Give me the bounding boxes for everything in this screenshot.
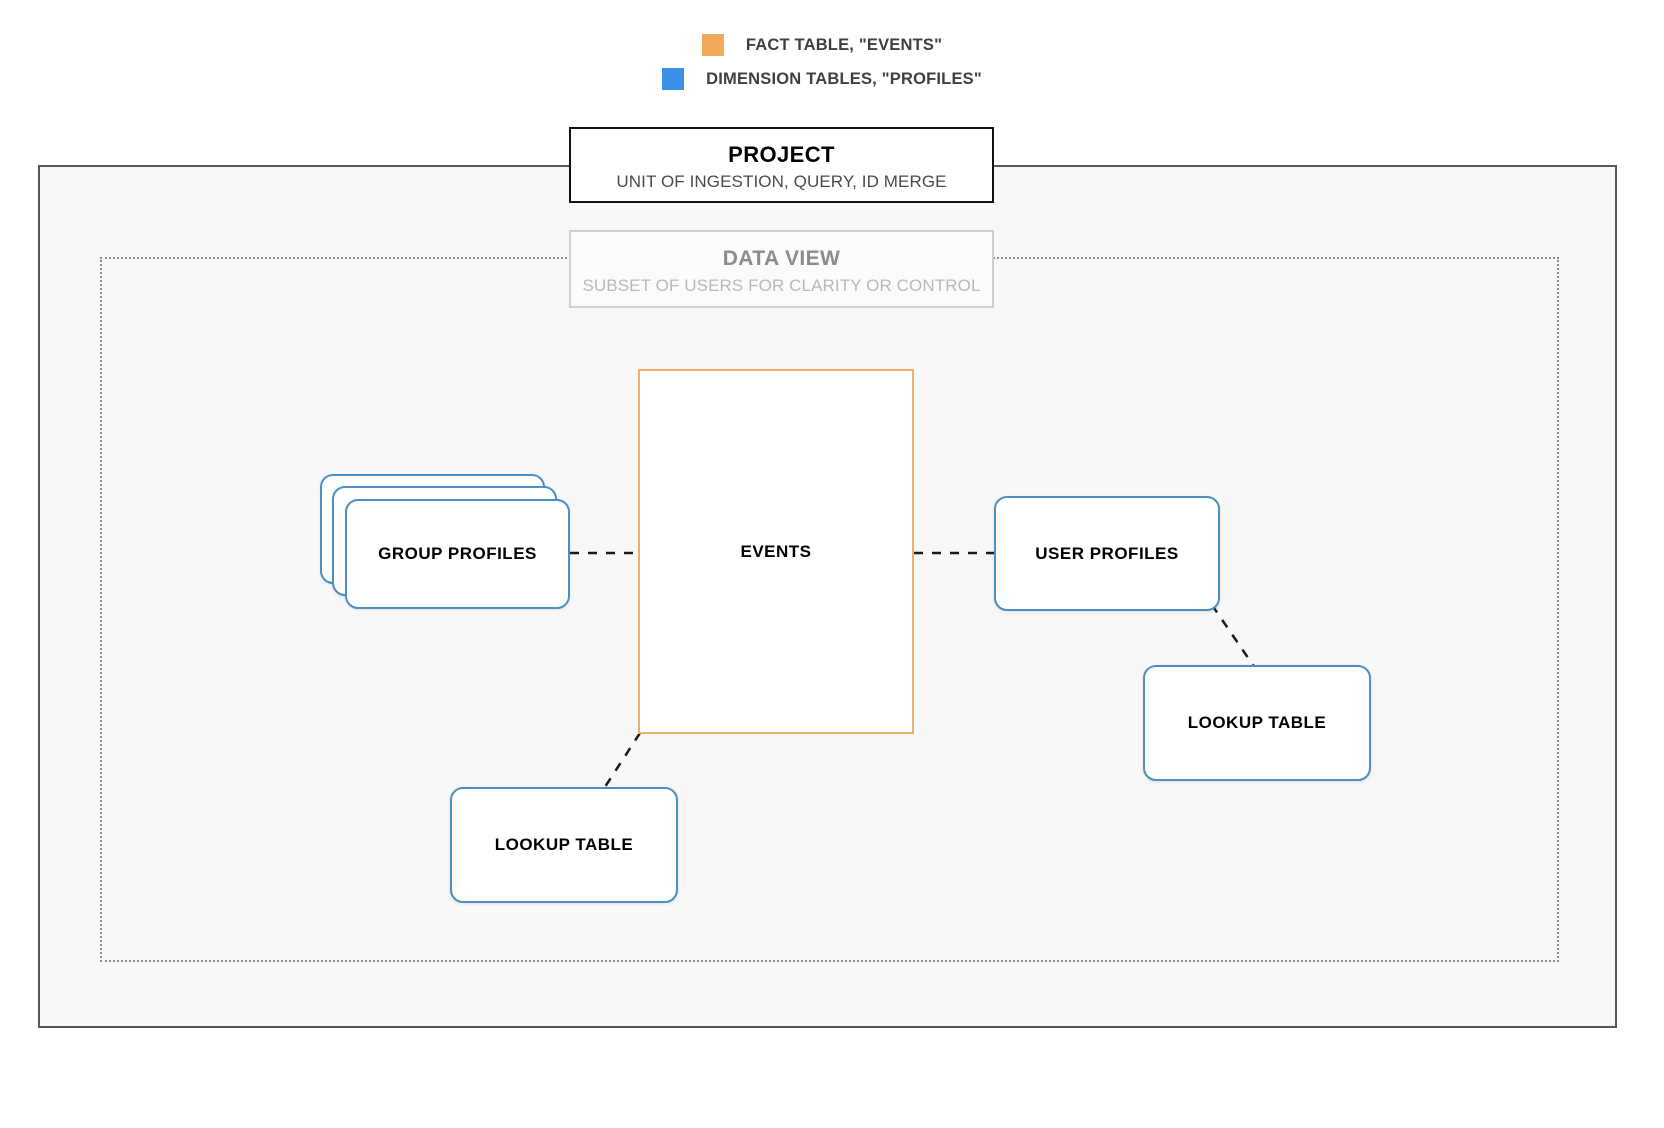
project-card-title: PROJECT <box>728 142 835 167</box>
node-group-profiles-label: GROUP PROFILES <box>378 544 537 563</box>
legend-item-dimension-tables: DIMENSION TABLES, "PROFILES" <box>0 62 1664 96</box>
project-card-subtitle: UNIT OF INGESTION, QUERY, ID MERGE <box>616 172 947 191</box>
node-lookup-table-right[interactable]: LOOKUP TABLE <box>1143 665 1371 781</box>
node-user-profiles-label: USER PROFILES <box>1035 543 1179 563</box>
node-group-profiles-layer-front[interactable]: GROUP PROFILES <box>345 499 570 609</box>
node-events[interactable]: EVENTS <box>638 369 914 734</box>
node-lookup-table-left-label: LOOKUP TABLE <box>494 835 634 854</box>
node-lookup-table-right-label: LOOKUP TABLE <box>1187 713 1327 732</box>
project-card: PROJECT UNIT OF INGESTION, QUERY, ID MER… <box>569 127 994 203</box>
square-swatch-orange-icon <box>701 34 724 56</box>
data-view-card-title: DATA VIEW <box>722 247 841 270</box>
node-group-profiles[interactable]: GROUP PROFILES <box>320 474 570 609</box>
legend: FACT TABLE, "EVENTS" DIMENSION TABLES, "… <box>0 28 1664 96</box>
square-swatch-blue-icon <box>662 68 685 90</box>
data-view-card-subtitle: SUBSET OF USERS FOR CLARITY OR CONTROL <box>582 276 981 295</box>
legend-item-fact-table: FACT TABLE, "EVENTS" <box>0 28 1664 62</box>
legend-item-dimension-tables-label: DIMENSION TABLES, "PROFILES" <box>706 69 982 88</box>
node-lookup-table-left[interactable]: LOOKUP TABLE <box>450 787 678 903</box>
node-user-profiles[interactable]: USER PROFILES <box>994 496 1220 611</box>
data-view-card: DATA VIEW SUBSET OF USERS FOR CLARITY OR… <box>569 230 994 308</box>
legend-item-fact-table-label: FACT TABLE, "EVENTS" <box>745 35 943 54</box>
node-events-label: EVENTS <box>740 541 812 561</box>
